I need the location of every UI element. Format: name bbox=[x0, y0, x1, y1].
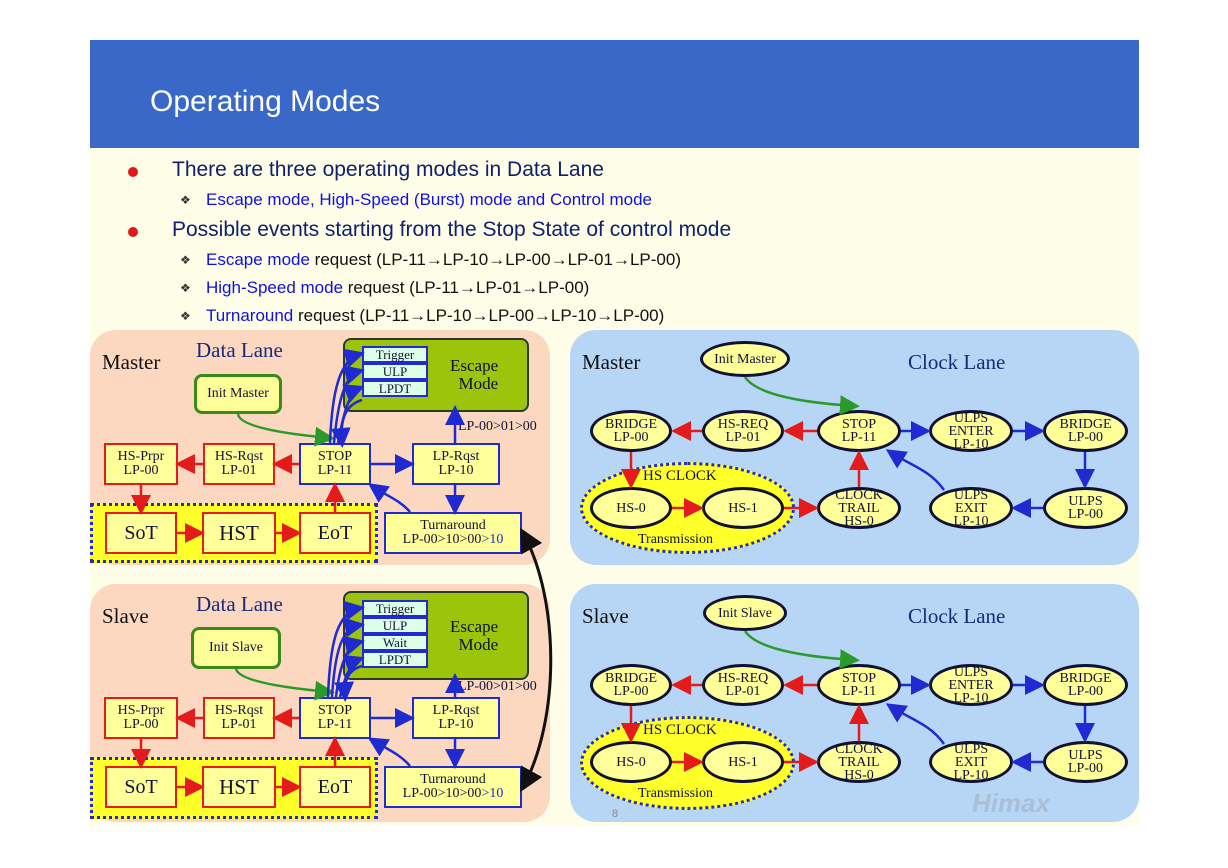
lpdt-state: LPDT bbox=[362, 651, 428, 668]
ulp-state: ULP bbox=[362, 363, 428, 380]
hs-0-state: HS-0 bbox=[590, 487, 672, 529]
escape-mode-label: Escape Mode bbox=[450, 617, 499, 654]
himax-logo: Himax bbox=[972, 788, 1051, 818]
hst-state: HST bbox=[202, 766, 276, 808]
hs-1-state: HS-1 bbox=[702, 741, 784, 783]
stop-to-trigger-arrow bbox=[326, 600, 365, 698]
slide-header: Operating Modes bbox=[90, 40, 1139, 148]
stop-to-ulp-arrow bbox=[330, 617, 365, 698]
lane-label: Data Lane bbox=[196, 592, 283, 616]
hs-1-state: HS-1 bbox=[702, 487, 784, 529]
init-to-stop-arrow bbox=[234, 668, 335, 701]
escape-sequence-label: LP-00>01>00 bbox=[458, 419, 537, 434]
lane-label: Clock Lane bbox=[908, 350, 1006, 374]
escape-mode-label: Escape Mode bbox=[450, 356, 499, 393]
hs-clock-label: HS CLOCK bbox=[643, 468, 717, 484]
hs-clock-label: HS CLOCK bbox=[643, 722, 717, 738]
init-to-stop-arrow bbox=[236, 413, 335, 447]
sot-state: SoT bbox=[105, 512, 177, 554]
transmission-label: Transmission bbox=[638, 532, 713, 547]
init-to-stop-arrow bbox=[743, 630, 860, 670]
ulp-state: ULP bbox=[362, 617, 428, 634]
sub-bullet-text: request (LP-11→LP-10→LP-00→LP-10→LP-00) bbox=[293, 306, 665, 325]
eot-state: EoT bbox=[299, 766, 371, 808]
role-label: Master bbox=[582, 350, 641, 374]
page-number: 8 bbox=[612, 808, 619, 820]
sub-bullet-text: request (LP-11→LP-10→LP-00→LP-01→LP-00) bbox=[309, 250, 681, 269]
turnaround-to-stop-arrow bbox=[367, 483, 411, 513]
sub-bullet-text: request (LP-11→LP-01→LP-00) bbox=[343, 278, 590, 297]
bullet-text: Possible events starting from the Stop S… bbox=[172, 218, 732, 241]
trigger-state: Trigger bbox=[362, 600, 428, 617]
sub-bullet-highlight: Turnaround bbox=[206, 306, 294, 325]
ulpsexit-to-stop-arrow bbox=[885, 703, 946, 745]
diamond-bullet-icon: ❖ bbox=[180, 309, 191, 323]
bullet-text: There are three operating modes in Data … bbox=[172, 158, 604, 181]
turnaround-link-arrow bbox=[520, 527, 553, 793]
bullet-dot-icon bbox=[128, 227, 138, 237]
bullet-dot-icon bbox=[128, 167, 138, 177]
turnaround-to-stop-arrow bbox=[367, 737, 411, 767]
trigger-state: Trigger bbox=[362, 346, 428, 363]
escape-to-stop-arrow bbox=[330, 398, 363, 448]
ulpsexit-to-stop-arrow bbox=[885, 449, 946, 491]
role-label: Master bbox=[102, 350, 161, 374]
escape-to-stop-arrow bbox=[334, 664, 363, 702]
role-label: Slave bbox=[582, 604, 629, 628]
eot-state: EoT bbox=[299, 512, 371, 554]
diamond-bullet-icon: ❖ bbox=[180, 281, 191, 295]
lpdt-state: LPDT bbox=[362, 380, 428, 397]
init-master-state: Init Master bbox=[700, 341, 790, 377]
init-master-state: Init Master bbox=[194, 374, 282, 414]
sub-bullet-highlight: Escape mode, High-Speed (Burst) mode and… bbox=[206, 190, 653, 209]
lane-label: Clock Lane bbox=[908, 604, 1006, 628]
init-slave-state: Init Slave bbox=[191, 627, 281, 669]
init-slave-state: Init Slave bbox=[703, 595, 787, 631]
lane-label: Data Lane bbox=[196, 338, 283, 362]
sot-state: SoT bbox=[105, 766, 177, 808]
transmission-label: Transmission bbox=[638, 786, 713, 801]
slide-title: Operating Modes bbox=[150, 85, 381, 118]
sub-bullet-highlight: Escape mode bbox=[206, 250, 310, 269]
diamond-bullet-icon: ❖ bbox=[180, 193, 191, 207]
sub-bullet-highlight: High-Speed mode bbox=[206, 278, 344, 297]
escape-sequence-label: LP-00>01>00 bbox=[458, 679, 537, 694]
role-label: Slave bbox=[102, 604, 149, 628]
diamond-bullet-icon: ❖ bbox=[180, 253, 191, 267]
init-to-stop-arrow bbox=[743, 376, 860, 416]
stop-to-trigger-arrow bbox=[328, 348, 365, 444]
